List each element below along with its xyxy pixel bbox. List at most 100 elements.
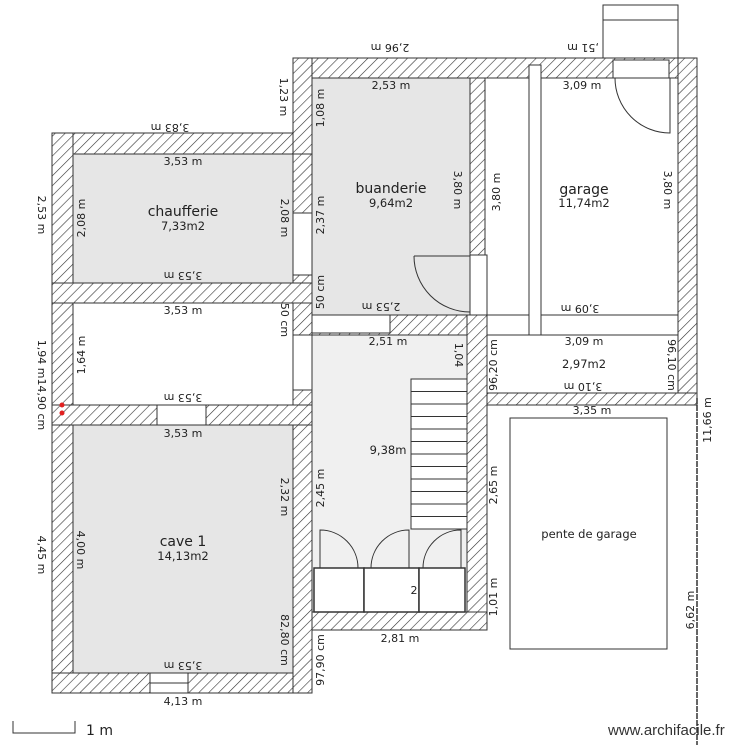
stair-tread [410,416,468,430]
dimension-label: 3,80 m [490,173,503,212]
room-name-buanderie: buanderie [356,181,427,197]
dimension-label: 2,37 m [314,196,327,235]
door-cellar-2[interactable] [370,529,410,569]
dimension-label: 3,53 m [164,304,203,317]
room-name-cave: cave 1 [160,534,207,550]
dimension-label: 1,23 m [277,78,290,117]
dimension-label: 2,53 m [362,300,401,313]
dimension-label: 4,13 m [164,695,203,708]
dimension-label: 3,83 m [151,121,190,134]
room-name-garage: garage [559,182,608,198]
stair-area: 9,38m [370,443,407,457]
dimension-label: 1,94 m14,90 cm [35,340,48,430]
dimension-label: 2,53 m [35,196,48,235]
room-passage[interactable] [72,302,294,406]
dimension-label: 3,80 m [451,171,464,210]
wall [311,611,488,631]
dimension-label: 2,32 m [278,478,291,517]
scale-bar [12,721,76,734]
stair-tread [410,403,468,417]
watermark: www.archifacile.fr [607,722,725,739]
room-area-garage: 11,74m2 [558,196,609,210]
opening [311,314,391,334]
dimension-label: 97,90 cm [314,634,327,686]
dimension-label: 3,80 m [661,171,674,210]
cellar-compartments [313,567,466,613]
dimensions: 2,96 m ,51 m 1,23 m 3,83 m 2,53 m 3,53 m… [35,41,714,708]
door-buanderie[interactable] [413,255,471,313]
dimension-label: 4,45 m [35,536,48,575]
dimension-label: 2 [411,584,418,597]
stair-tread [410,491,468,505]
dimension-label: 1,64 m [75,336,88,375]
dimension-label: 3,09 m [565,335,604,348]
marker-dot [59,410,65,416]
room-area-cave: 14,13m2 [157,549,208,563]
room-buanderie[interactable] [311,77,471,316]
dimension-label: 96,10 cm [665,339,678,391]
wall [466,314,488,631]
dimension-label: 2,53 m [372,79,411,92]
dimension-label: 3,53 m [164,427,203,440]
room-name-chaufferie: chaufferie [148,204,219,220]
dimension-label: 50 cm [278,303,291,337]
opening [292,334,313,391]
openings [149,4,679,694]
dimension-label: 2,65 m [487,466,500,505]
room-area-buanderie: 9,64m2 [369,196,413,210]
opening [292,212,313,276]
stair-tread [410,516,468,530]
dimension-label: 2,08 m [75,199,88,238]
dimension-label: 4,00 m [74,531,87,570]
room-garage[interactable] [484,77,679,316]
opening [469,254,488,316]
dimension-label: 50 cm [314,275,327,309]
stair-tread [410,391,468,405]
stair-tread [410,466,468,480]
ramp[interactable] [509,417,668,650]
stair-tread [410,478,468,492]
stair-tread [410,503,468,517]
dimension-label: 1,01 m [487,578,500,617]
marker-dot [59,402,65,408]
dimension-label: 82,80 cm [278,614,291,666]
scale-label: 1 m [86,723,113,739]
stair-tread [410,441,468,455]
dimension-label: 6,62 m [684,591,697,630]
door-cellar-3[interactable] [422,529,462,569]
dimension-label: 2,96 m [371,41,410,54]
stair-tread [410,453,468,467]
walls [51,57,698,694]
dimension-label: 3,53 m [164,391,203,404]
wall [677,57,698,406]
dimension-label: 1,04 [452,343,465,368]
doors [319,77,671,569]
dimension-label: 2,08 m [278,199,291,238]
window [156,404,207,426]
ramp-label: pente de garage [541,527,636,541]
dimension-label: 11,66 m [701,397,714,443]
dimension-label: 2,51 m [369,335,408,348]
dimension-label: ,51 m [567,41,599,54]
dimension-label: 3,10 m [564,380,603,393]
dimension-label: 3,53 m [164,155,203,168]
stair-tread [410,378,468,392]
dimension-label: 1,08 m [314,89,327,128]
door-cellar-1[interactable] [319,529,359,569]
room-cave[interactable] [72,424,294,674]
door-garage[interactable] [614,77,671,134]
dimension-label: 3,09 m [561,302,600,315]
wall [51,132,313,155]
staircase[interactable] [410,378,468,530]
room-corridor[interactable] [486,334,679,394]
room-chaufferie[interactable] [72,153,294,284]
dimension-label: 2,45 m [314,469,327,508]
dimension-label: 3,53 m [164,269,203,282]
garage-door [612,59,670,79]
pillar [528,64,542,336]
wall [51,282,313,304]
dimension-label: 3,09 m [563,79,602,92]
dimension-label: 3,53 m [164,659,203,672]
wall [292,57,313,155]
